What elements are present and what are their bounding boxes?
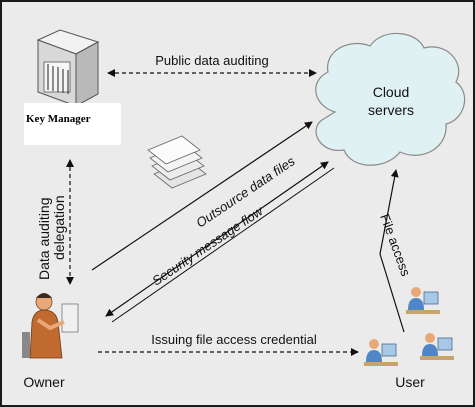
key-manager-label: Key Manager bbox=[26, 113, 91, 125]
key-manager-label-box bbox=[24, 103, 121, 145]
file-access-label: File access bbox=[377, 212, 414, 279]
user-label: User bbox=[395, 374, 425, 390]
security-flow-arrow-outline bbox=[111, 167, 335, 323]
owner-label: Owner bbox=[23, 374, 65, 390]
delegation-label-line2: delegation bbox=[51, 195, 67, 260]
file-access-arrow bbox=[379, 169, 405, 333]
security-flow-arrow bbox=[105, 161, 329, 317]
cloud-label-line2: servers bbox=[368, 102, 414, 118]
owner-person-icon bbox=[22, 293, 79, 359]
user-person-icon bbox=[364, 287, 454, 366]
delegation-label-line1: Data auditing bbox=[36, 197, 52, 280]
cloud-icon bbox=[315, 32, 466, 166]
credential-label: Issuing file access credential bbox=[151, 332, 317, 347]
public-auditing-label: Public data auditing bbox=[155, 53, 268, 68]
server-building-icon bbox=[36, 29, 100, 107]
cloud-label-line1: Cloud bbox=[373, 84, 410, 100]
document-stack-icon bbox=[147, 135, 207, 189]
